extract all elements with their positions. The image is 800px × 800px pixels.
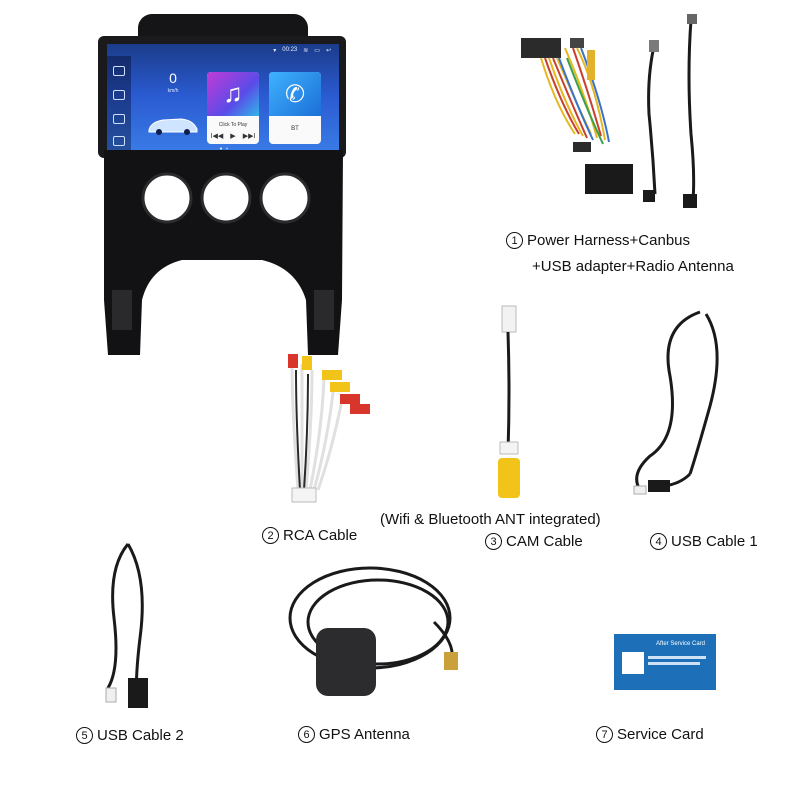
item-label: RCA Cable [283, 527, 358, 544]
item-number: 5 [76, 727, 93, 744]
power-harness-image [521, 14, 697, 208]
caption-item-7: 7 Service Card [596, 726, 704, 743]
caption-item-1: 1 Power Harness+Canbus [506, 232, 690, 249]
settings-icon[interactable] [113, 136, 125, 146]
car-icon [148, 118, 198, 135]
item-label: Power Harness+Canbus [527, 232, 691, 249]
item-number: 1 [506, 232, 523, 249]
qr-code-icon [622, 652, 644, 674]
caption-item-6: 6 GPS Antenna [298, 726, 410, 743]
head-unit-bezel [138, 14, 308, 40]
rca-cable-image [288, 354, 370, 503]
window-icon: ▭ [314, 47, 320, 54]
item-number: 4 [650, 533, 667, 550]
usb-cable-1-image [633, 310, 719, 495]
bluetooth-card-label: BT [291, 126, 299, 132]
back-icon: ↩ [325, 47, 331, 54]
caption-item-4: 4 USB Cable 1 [650, 533, 758, 550]
music-card[interactable]: ♫ Click To Play I◀◀ ▶ ▶▶I [207, 72, 259, 144]
page-indicator [220, 147, 228, 150]
app-dock [107, 56, 131, 156]
item-number: 6 [298, 726, 315, 743]
previous-icon[interactable]: I◀◀ [210, 133, 224, 140]
item-label: USB Cable 1 [671, 533, 758, 550]
service-card-image: After Service Card [614, 634, 716, 690]
item-label: CAM Cable [506, 533, 583, 550]
item-label: USB Cable 2 [97, 727, 184, 744]
status-bar: ▾ 00:23 ≋ ▭ ↩ [107, 44, 339, 56]
music-controls: I◀◀ ▶ ▶▶I [207, 132, 259, 140]
wifi-icon: ▾ [273, 47, 277, 54]
music-card-label: Click To Play [218, 122, 248, 128]
music-art [207, 72, 259, 116]
navigation-icon[interactable] [113, 114, 125, 124]
play-icon[interactable]: ▶ [230, 133, 236, 140]
bluetooth-card[interactable]: ✆ BT [269, 72, 321, 144]
speed-value: 0 [169, 70, 177, 86]
signal-icon: ≋ [303, 47, 309, 54]
gps-antenna-image [288, 566, 458, 696]
status-time: 00:23 [282, 47, 298, 53]
item-number: 2 [262, 527, 279, 544]
phone-icon: ✆ [284, 81, 306, 108]
item-label: Service Card [617, 726, 704, 743]
home-icon[interactable] [113, 66, 125, 76]
service-card-title: After Service Card [656, 641, 706, 647]
phone-art [269, 72, 321, 116]
next-icon[interactable]: ▶▶I [242, 133, 256, 140]
item-number: 7 [596, 726, 613, 743]
head-unit-screen: ▾ 00:23 ≋ ▭ ↩ 0 km/h ♫ Click To Play I◀◀… [107, 44, 339, 156]
item-number: 3 [485, 533, 502, 550]
caption-item-1-line2: +USB adapter+Radio Antenna [532, 258, 734, 275]
apps-icon[interactable] [113, 90, 125, 100]
wifi-note: (Wifi & Bluetooth ANT integrated) [380, 511, 601, 528]
item-label: GPS Antenna [319, 726, 410, 743]
caption-item-3: 3 CAM Cable [485, 533, 583, 550]
music-note-icon: ♫ [223, 78, 243, 108]
caption-item-5: 5 USB Cable 2 [76, 727, 184, 744]
head-unit-fascia [104, 150, 343, 355]
service-card-line [648, 656, 706, 659]
cam-cable-image [498, 305, 520, 498]
speed-unit: km/h [167, 88, 179, 94]
service-card-line [648, 662, 700, 665]
usb-cable-2-image [105, 543, 148, 708]
caption-item-2: 2 RCA Cable [262, 527, 357, 544]
